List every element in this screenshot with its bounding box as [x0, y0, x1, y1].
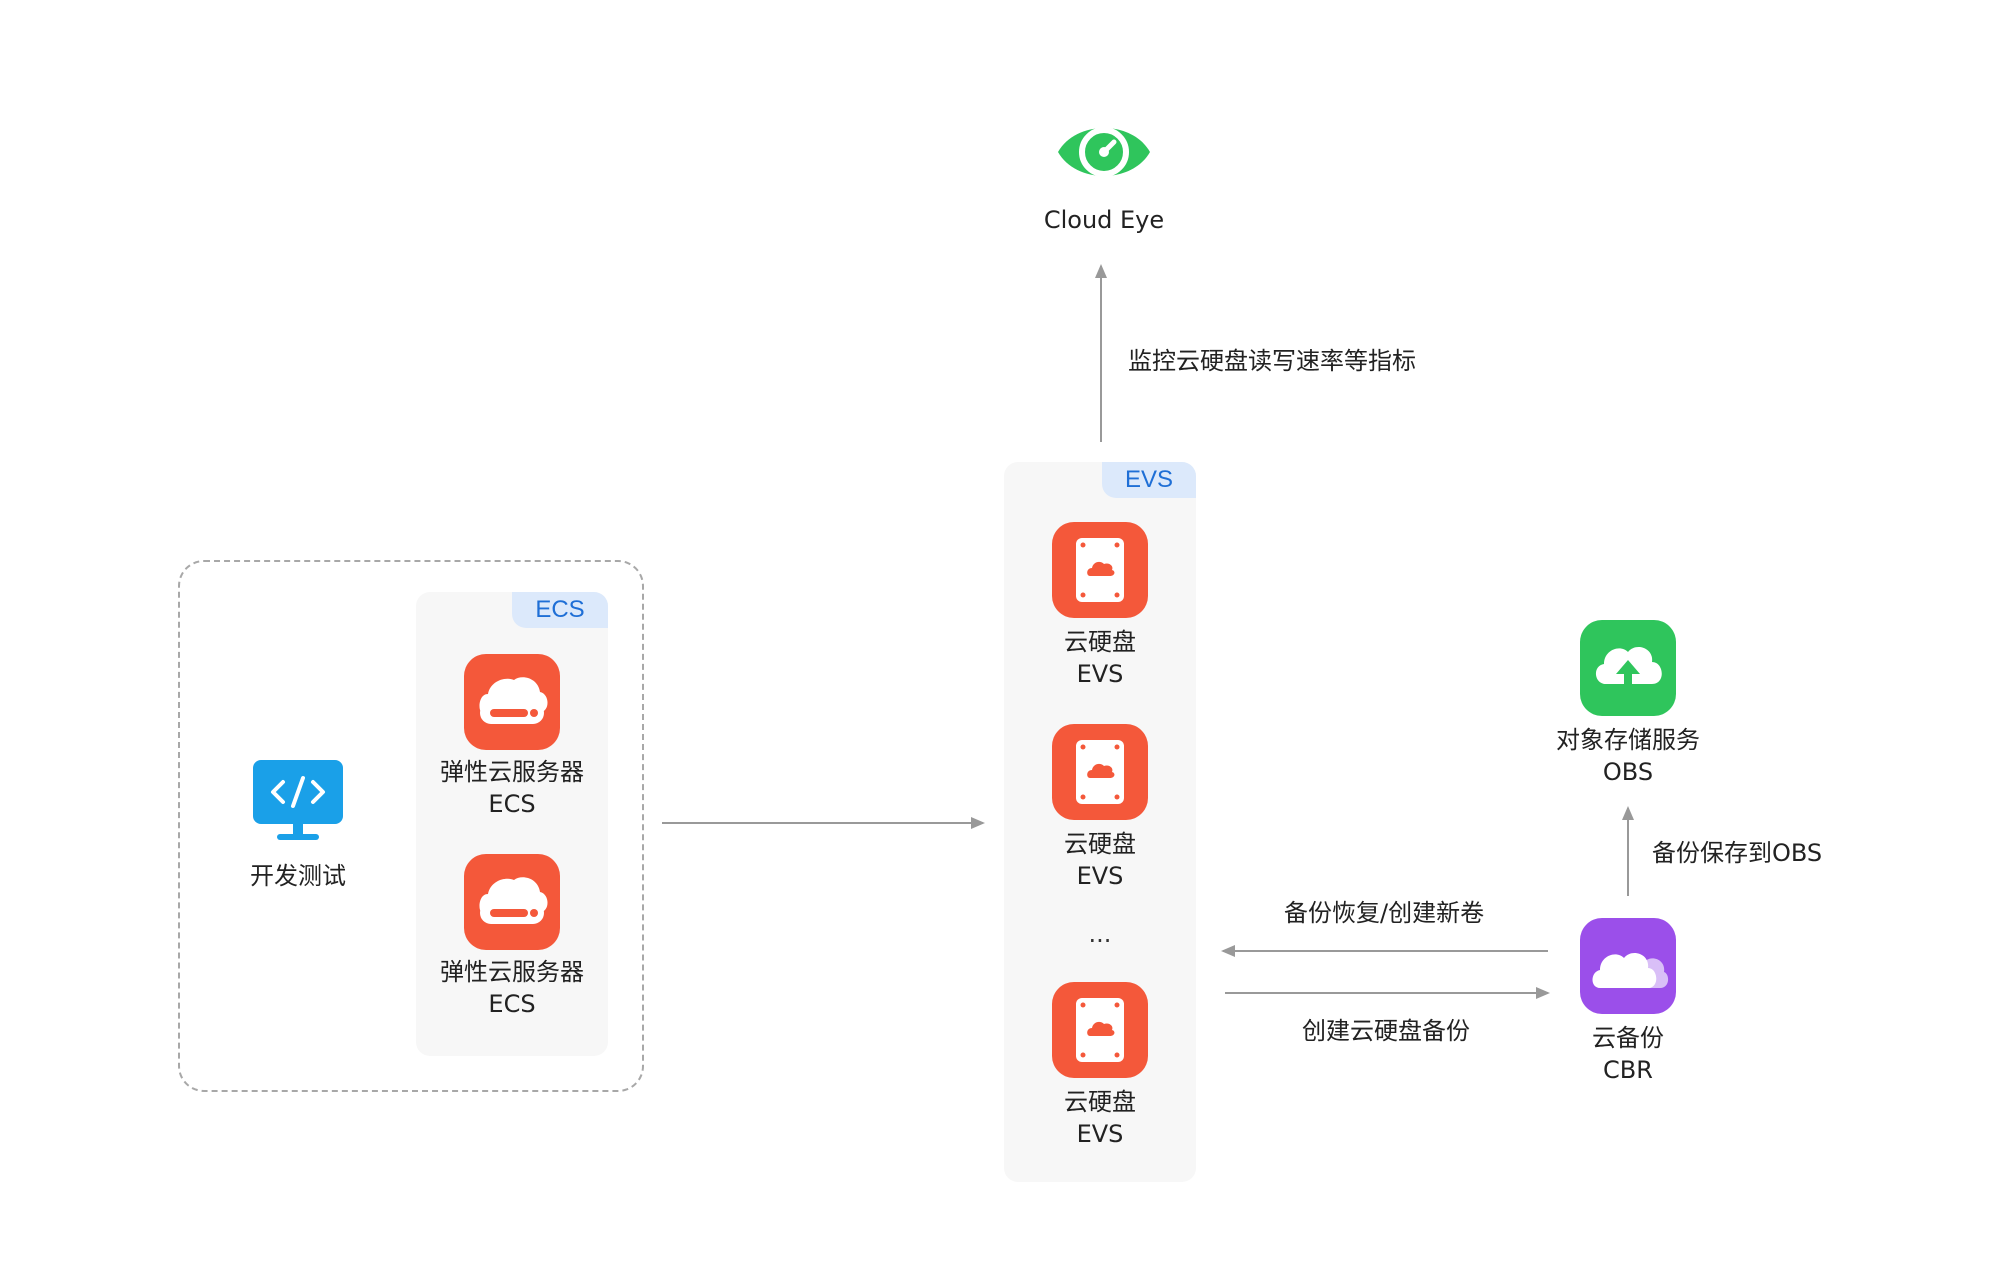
edge-label-monitor: 监控云硬盘读写速率等指标 — [1128, 347, 1416, 375]
obs-label: 对象存储服务 OBS — [1538, 724, 1718, 788]
cbr-icon-tile — [1580, 918, 1676, 1014]
obs-name: 对象存储服务 — [1556, 726, 1700, 754]
evs-item-1-label: 云硬盘 EVS — [1040, 626, 1160, 690]
ecs-item-1-label: 弹性云服务器 ECS — [430, 756, 594, 820]
obs-code: OBS — [1602, 758, 1654, 786]
evs-disk-icon-tile — [1052, 982, 1148, 1078]
cloud-backup-icon — [1592, 953, 1669, 988]
evs-item-3-name: 云硬盘 — [1064, 1088, 1136, 1116]
evs-item-3-code: EVS — [1076, 1120, 1124, 1148]
cloud-server-icon — [479, 677, 548, 724]
dev-test-node: 开发测试 — [240, 760, 356, 894]
ecs-panel: ECS — [416, 592, 608, 1056]
edge-label-backup-to-obs: 备份保存到OBS — [1652, 839, 1823, 867]
cloud-disk-icon — [1076, 740, 1124, 804]
evs-panel-tag: EVS — [1102, 462, 1196, 498]
ecs-item-2-code: ECS — [488, 990, 536, 1018]
ecs-server-icon-tile — [464, 854, 560, 950]
ecs-server-icon-tile — [464, 654, 560, 750]
evs-disk-icon-tile — [1052, 522, 1148, 618]
edge-label-restore: 备份恢复/创建新卷 — [1284, 899, 1485, 927]
cloud-upload-icon — [1595, 647, 1662, 690]
cloud-eye-node: Cloud Eye — [1040, 112, 1168, 242]
edge-label-create-backup: 创建云硬盘备份 — [1302, 1017, 1470, 1045]
ecs-item-2-label: 弹性云服务器 ECS — [430, 956, 594, 1020]
evs-item-2-code: EVS — [1076, 862, 1124, 890]
ecs-item-2-name: 弹性云服务器 — [440, 958, 584, 986]
evs-item-2-label: 云硬盘 EVS — [1040, 828, 1160, 892]
dev-test-label: 开发测试 — [250, 862, 346, 890]
cloud-disk-icon — [1076, 998, 1124, 1062]
evs-item-3-label: 云硬盘 EVS — [1040, 1086, 1160, 1150]
evs-item-2-name: 云硬盘 — [1064, 830, 1136, 858]
cloud-eye-label: Cloud Eye — [1043, 206, 1165, 234]
cbr-code: CBR — [1603, 1056, 1653, 1084]
evs-item-1-name: 云硬盘 — [1064, 628, 1136, 656]
code-monitor-icon — [253, 760, 343, 840]
cbr-name: 云备份 — [1592, 1024, 1664, 1052]
obs-icon-tile — [1580, 620, 1676, 716]
cloud-disk-icon — [1076, 538, 1124, 602]
dev-group — [178, 560, 644, 1092]
cbr-label: 云备份 CBR — [1558, 1022, 1698, 1086]
evs-disk-icon-tile — [1052, 724, 1148, 820]
ecs-item-1-name: 弹性云服务器 — [440, 758, 584, 786]
ecs-panel-tag: ECS — [512, 592, 608, 628]
eye-icon — [1058, 127, 1150, 177]
evs-item-1-code: EVS — [1076, 660, 1124, 688]
evs-ellipsis: ... — [1088, 920, 1112, 948]
cloud-server-icon — [479, 877, 548, 924]
ecs-item-1-code: ECS — [488, 790, 536, 818]
